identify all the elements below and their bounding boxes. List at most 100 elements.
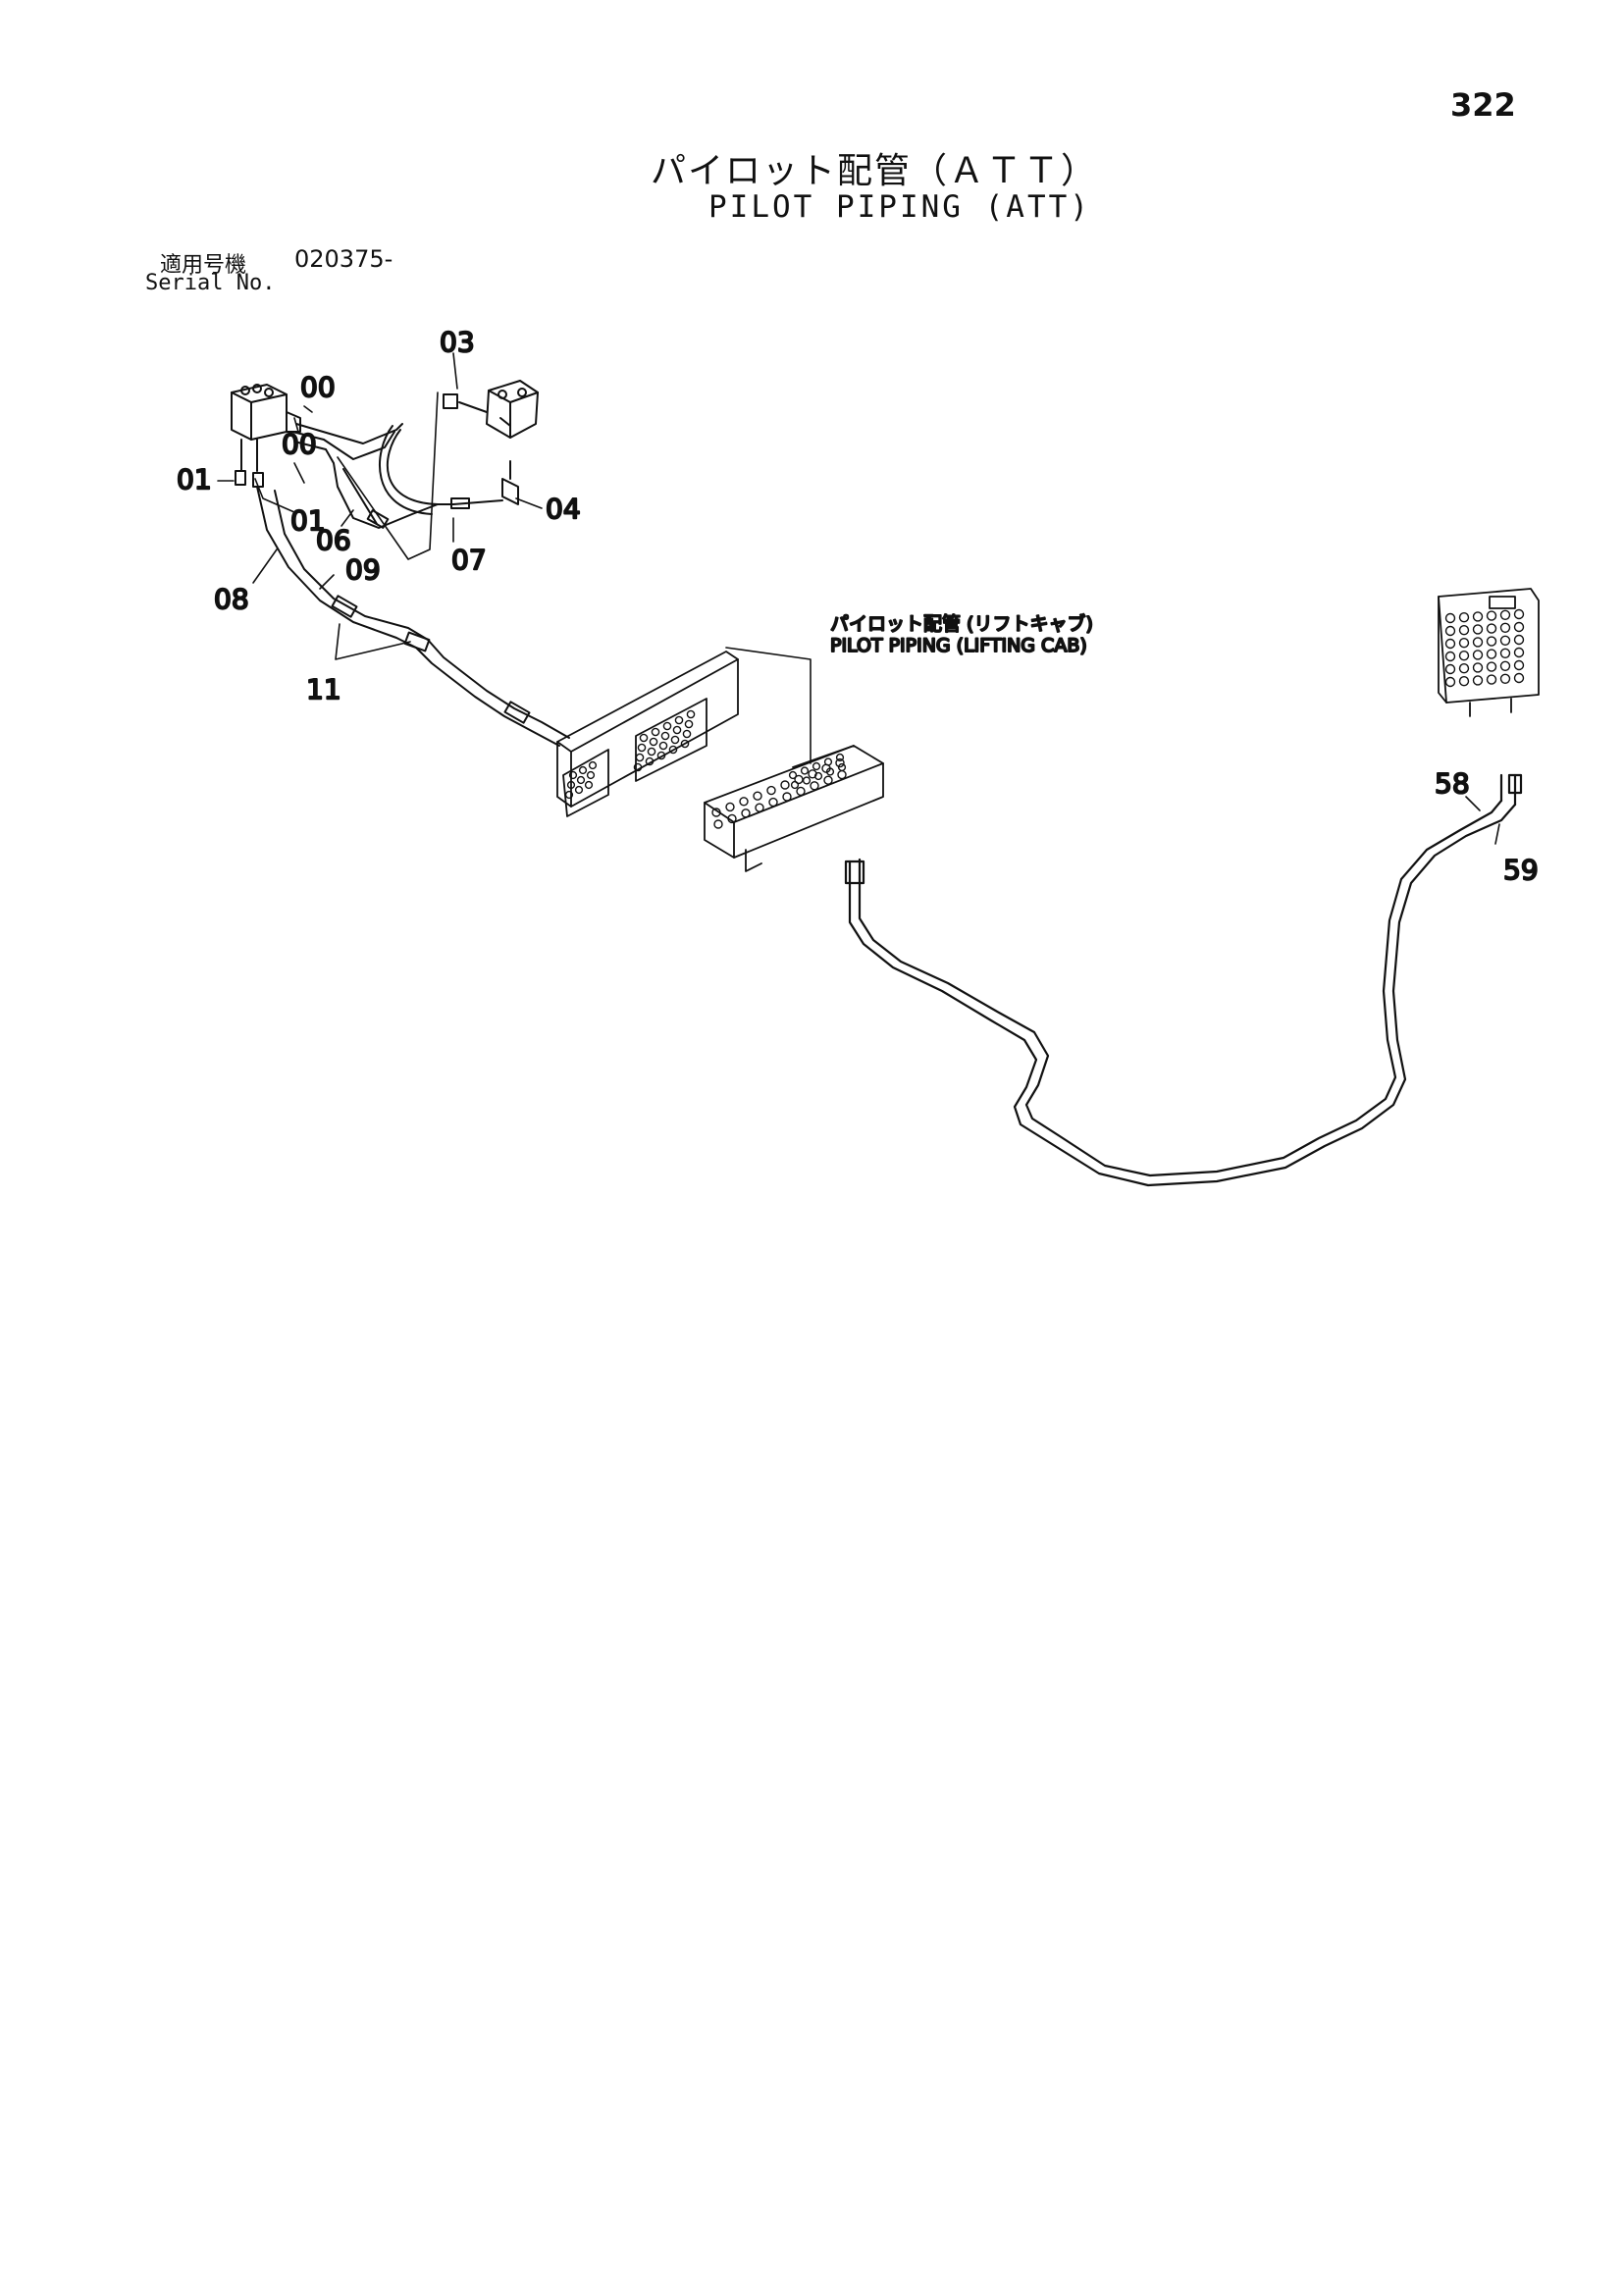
port-fitting [711,808,721,817]
port-fitting [674,715,684,725]
port-fitting [727,813,737,824]
port-fitting [635,753,645,762]
port-fitting [1513,672,1525,684]
port-fitting [649,737,658,747]
port-fitting [739,797,749,807]
callout-01-left: 01 [177,463,212,496]
valve-right-ports [1444,608,1525,688]
callout-09: 09 [345,553,381,586]
port-fitting [725,802,735,812]
port-fitting [1472,650,1484,660]
callout-01-right: 01 [290,504,326,537]
port-fitting [686,709,696,719]
port-fitting [782,792,792,802]
port-fitting [823,775,833,785]
port-fitting [1499,648,1511,658]
port-fitting [837,769,847,780]
bracket-frame-line [337,391,439,560]
port-fitting [802,776,812,785]
pilot-hoses-58-59 [844,773,1523,1187]
port-fitting [794,774,804,785]
port-fitting [823,757,833,766]
port-fitting [645,756,655,766]
port-fitting [825,767,835,776]
port-fitting [564,790,574,800]
port-fitting [588,760,598,770]
port-fitting [566,780,576,790]
port-fitting [584,780,594,790]
manifold-right [704,745,884,872]
serial-label-english: Serial No. [145,271,276,295]
port-fitting [1486,674,1497,685]
port-fitting [1444,651,1456,662]
title-english: PILOT PIPING (ATT) [708,189,1091,225]
title-japanese: パイロット配管（ＡＴＴ） [651,151,1099,191]
port-fitting [568,770,578,780]
callout-07: 07 [451,544,487,576]
pilot-valve-right [1438,588,1540,717]
port-fitting [1444,612,1456,624]
port-fitting [1458,651,1470,661]
note-lifting-cab-en: PILOT PIPING (LIFTING CAB) [830,635,1087,656]
page-number: 322 [1450,86,1516,124]
manifold-ports [564,709,847,829]
callout-03: 03 [440,326,475,358]
port-fitting [656,751,666,760]
serial-label-japanese: 適用号機 [160,253,247,278]
port-fitting [633,762,643,772]
port-fitting [1499,660,1511,671]
port-fitting [1499,673,1511,684]
port-fitting [796,786,806,797]
port-fitting [1472,637,1484,648]
port-fitting [835,753,845,762]
port-fitting [1513,608,1525,620]
port-fitting [668,745,678,755]
port-fitting [1444,676,1456,688]
port-fitting [753,791,762,801]
port-fitting [684,719,694,729]
port-fitting [1444,638,1456,650]
port-fitting [1472,675,1484,686]
port-fitting [1458,612,1470,623]
port-fitting [810,781,819,791]
port-fitting [1444,663,1456,675]
port-fitting [1458,676,1470,687]
callout-06: 06 [316,524,351,556]
port-fitting [713,819,723,829]
port-fitting [1458,663,1470,674]
port-fitting [651,727,660,737]
port-fitting [647,747,656,756]
port-fitting [576,775,586,785]
port-fitting [837,762,847,772]
port-fitting [680,739,690,749]
port-fitting [755,803,764,812]
port-fitting [1472,624,1484,635]
manifold-left [556,651,739,817]
port-fitting [670,735,680,745]
leader-lines [217,352,1500,845]
port-fitting [574,785,584,795]
callout-00-upper: 00 [300,371,336,403]
callout-08: 08 [214,583,249,615]
port-fitting [766,785,776,796]
port-fitting [1499,622,1511,633]
port-fitting [835,757,845,768]
port-fitting [1472,611,1484,622]
serial-number-value: 020375- [294,245,393,273]
port-fitting [660,731,670,741]
port-fitting [1513,659,1525,671]
port-fitting [672,725,682,735]
port-fitting [1486,623,1497,634]
port-fitting [1458,625,1470,636]
pilot-hoses-08-09 [256,486,570,747]
port-fitting [1486,610,1497,621]
port-fitting [662,721,672,731]
port-fitting [578,765,588,775]
callout-59: 59 [1503,854,1539,886]
port-fitting [1513,621,1525,633]
port-fitting [741,808,751,818]
port-fitting [1499,609,1511,620]
port-fitting [658,741,668,751]
port-fitting [813,771,823,781]
callout-58: 58 [1435,767,1470,800]
